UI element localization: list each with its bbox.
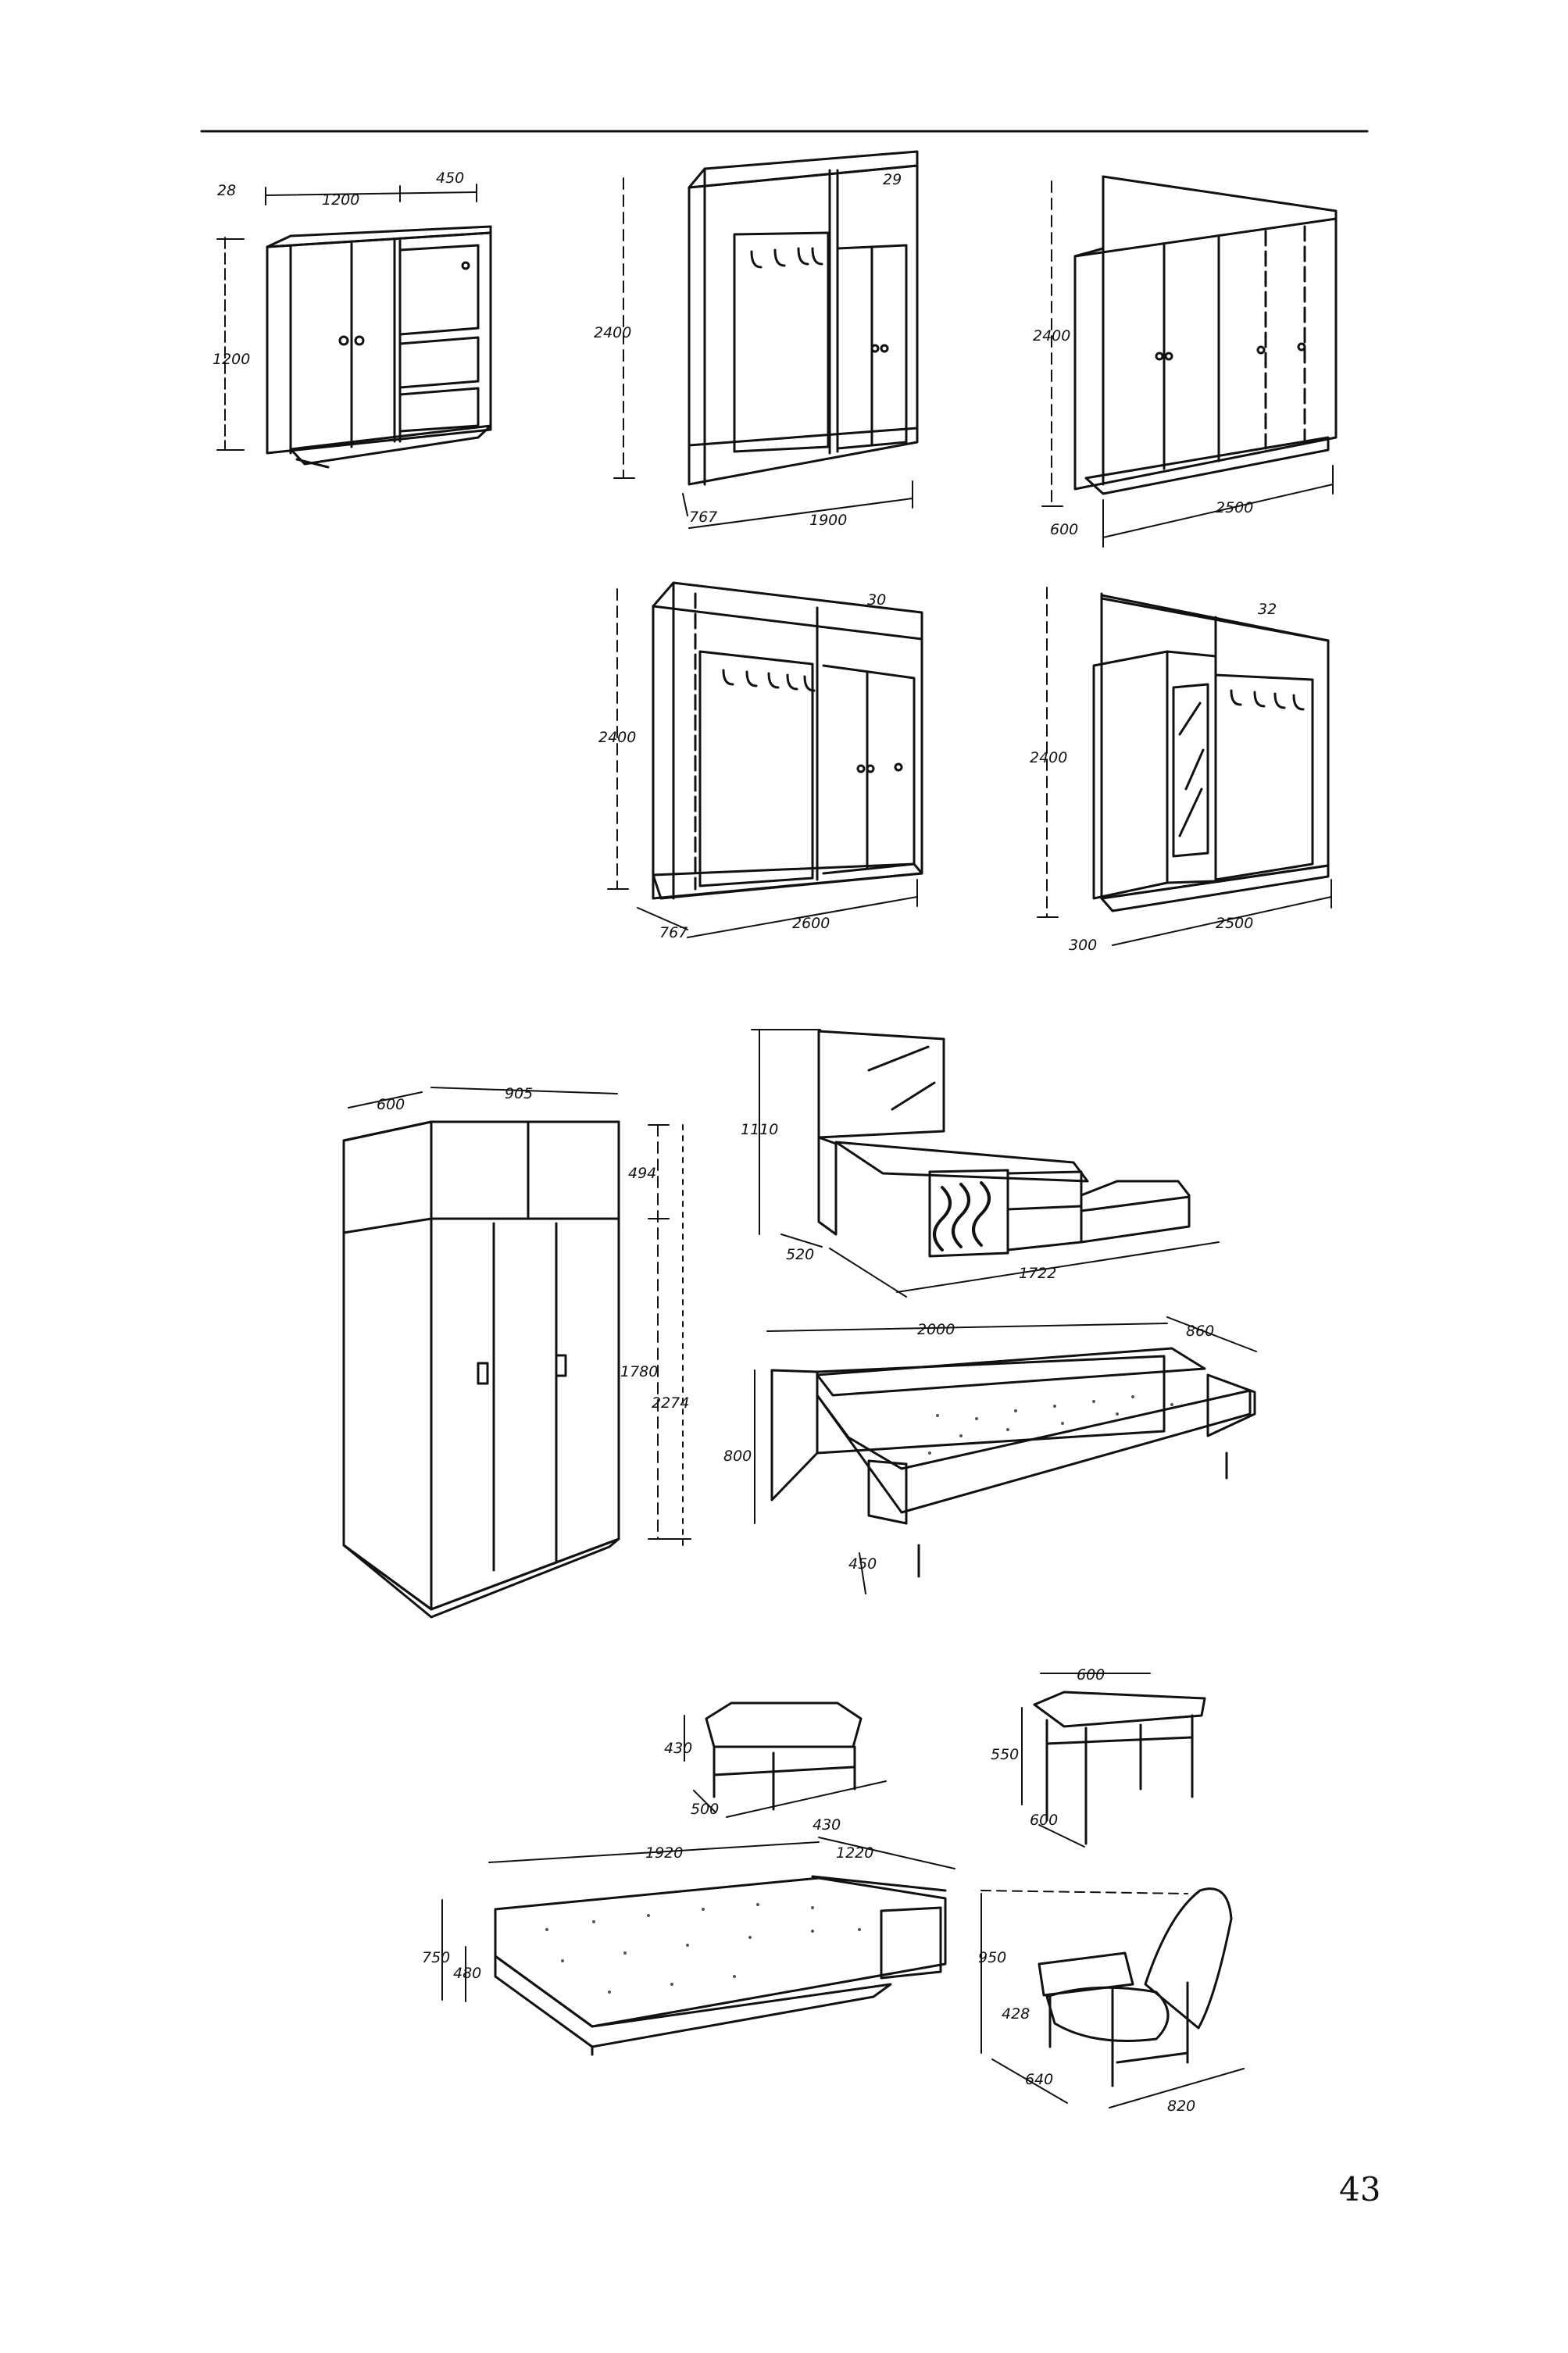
- drawing-28-sideboard: [216, 184, 492, 469]
- figure-number-29: 29: [883, 171, 902, 188]
- dim-29-depth: 767: [689, 509, 717, 526]
- figure-number-28: 28: [217, 182, 236, 199]
- dim-wardrobe-total-height: 2274: [652, 1394, 689, 1412]
- drawing-wardrobe: [342, 1087, 691, 1619]
- dim-stool-depth: 500: [691, 1801, 719, 1818]
- dim-top-right-width: 2500: [1216, 499, 1253, 516]
- dim-29-height: 2400: [594, 324, 631, 341]
- dim-wardrobe-width: 905: [505, 1085, 533, 1102]
- drawing-stool: [684, 1701, 887, 1818]
- dim-vanity-depth: 520: [786, 1246, 814, 1263]
- dim-30-width: 2600: [792, 915, 830, 932]
- dim-30-depth: 767: [659, 924, 688, 941]
- drawing-bed: [441, 1837, 955, 2056]
- dim-table-width: 600: [1077, 1666, 1105, 1684]
- dim-top-right-height: 2400: [1033, 327, 1070, 345]
- drawing-table: [1021, 1673, 1206, 1848]
- dim-sofa-seat-height: 450: [848, 1555, 877, 1573]
- dim-28-depth: 450: [436, 170, 464, 187]
- dim-bed-width: 1220: [836, 1844, 873, 1862]
- dim-sofa-width: 2000: [917, 1321, 955, 1338]
- dim-sofa-height: 800: [723, 1448, 752, 1465]
- dim-bed-height: 480: [453, 1965, 481, 1982]
- dim-sofa-depth: 860: [1186, 1323, 1214, 1340]
- drawing-wall-unit-2500-top: [1041, 175, 1338, 548]
- dim-28-height: 1200: [213, 351, 250, 368]
- dim-wardrobe-depth: 600: [377, 1096, 405, 1113]
- figure-number-32: 32: [1258, 601, 1277, 618]
- dim-vanity-width: 1722: [1019, 1265, 1056, 1282]
- drawing-armchair: [980, 1887, 1245, 2108]
- dim-32-depth: 300: [1069, 937, 1097, 954]
- dim-armchair-width: 640: [1025, 2071, 1053, 2088]
- dim-wardrobe-lower-height: 1780: [620, 1363, 658, 1380]
- dim-top-right-depth: 600: [1050, 521, 1078, 538]
- dim-table-height: 550: [991, 1746, 1019, 1763]
- dim-bed-length: 1920: [645, 1844, 683, 1862]
- page-number: 43: [1339, 2170, 1381, 2208]
- drawing-32-hall-unit-with-mirror: [1037, 587, 1332, 946]
- dim-29-width: 1900: [809, 512, 847, 529]
- drawing-sofa: [754, 1316, 1257, 1594]
- drawing-vanity: [751, 1029, 1220, 1298]
- dim-bed-head-height: 750: [422, 1949, 450, 1966]
- dim-stool-width: 430: [813, 1816, 841, 1833]
- dim-32-height: 2400: [1030, 749, 1067, 766]
- dim-vanity-height: 1110: [741, 1121, 778, 1138]
- dim-armchair-height: 950: [978, 1949, 1006, 1966]
- dim-30-height: 2400: [598, 729, 636, 746]
- dim-table-depth: 600: [1030, 1812, 1058, 1829]
- dim-armchair-depth: 820: [1167, 2098, 1195, 2115]
- dim-stool-height: 430: [664, 1740, 692, 1757]
- dim-wardrobe-top-height: 494: [628, 1165, 656, 1182]
- drawing-29-hall-cabinet: [613, 150, 919, 529]
- figure-number-30: 30: [867, 591, 886, 609]
- dim-32-width: 2500: [1216, 915, 1253, 932]
- drawing-30-hall-cabinet: [607, 581, 923, 938]
- dim-28-width: 1200: [322, 191, 359, 209]
- dim-armchair-seat-height: 428: [1002, 2005, 1030, 2023]
